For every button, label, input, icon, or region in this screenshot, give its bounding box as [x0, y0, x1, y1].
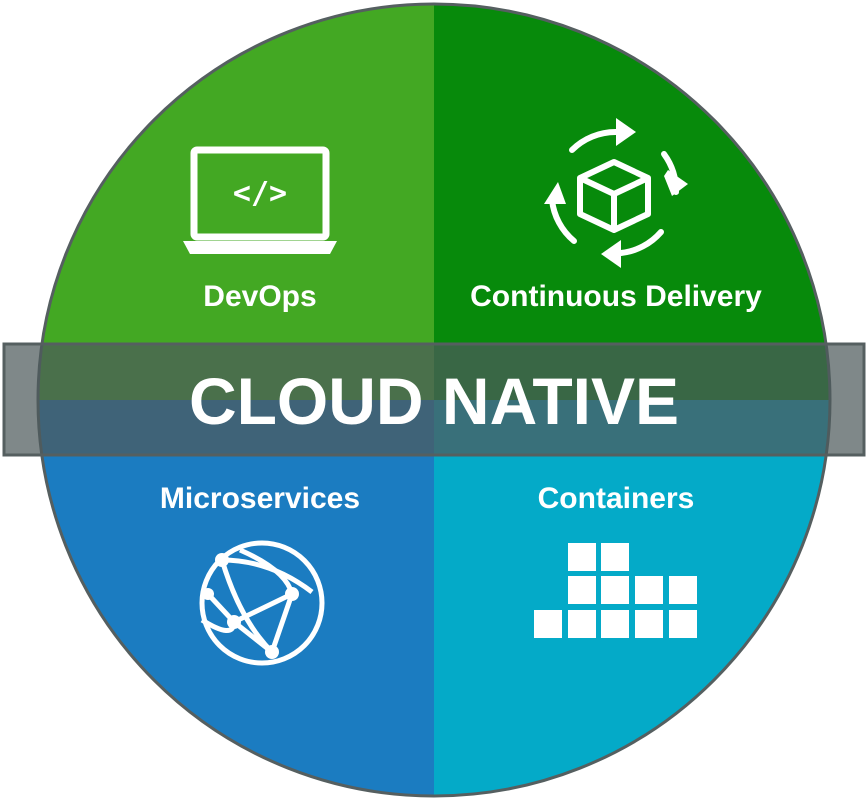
network-globe-icon [199, 540, 325, 666]
continuous-delivery-label: Continuous Delivery [470, 280, 762, 313]
title-band [2, 342, 866, 457]
page-title: CLOUD NATIVE [189, 364, 679, 438]
cube-cycle-icon [544, 118, 688, 268]
quadrant-devops [38, 4, 434, 400]
containers-label: Containers [538, 482, 695, 515]
quadrant-microservices [38, 400, 434, 796]
devops-label: DevOps [203, 280, 316, 313]
laptop-code-icon [183, 146, 337, 254]
container-blocks-icon [534, 543, 697, 638]
code-glyph: </> [233, 176, 287, 211]
microservices-label: Microservices [160, 482, 360, 515]
